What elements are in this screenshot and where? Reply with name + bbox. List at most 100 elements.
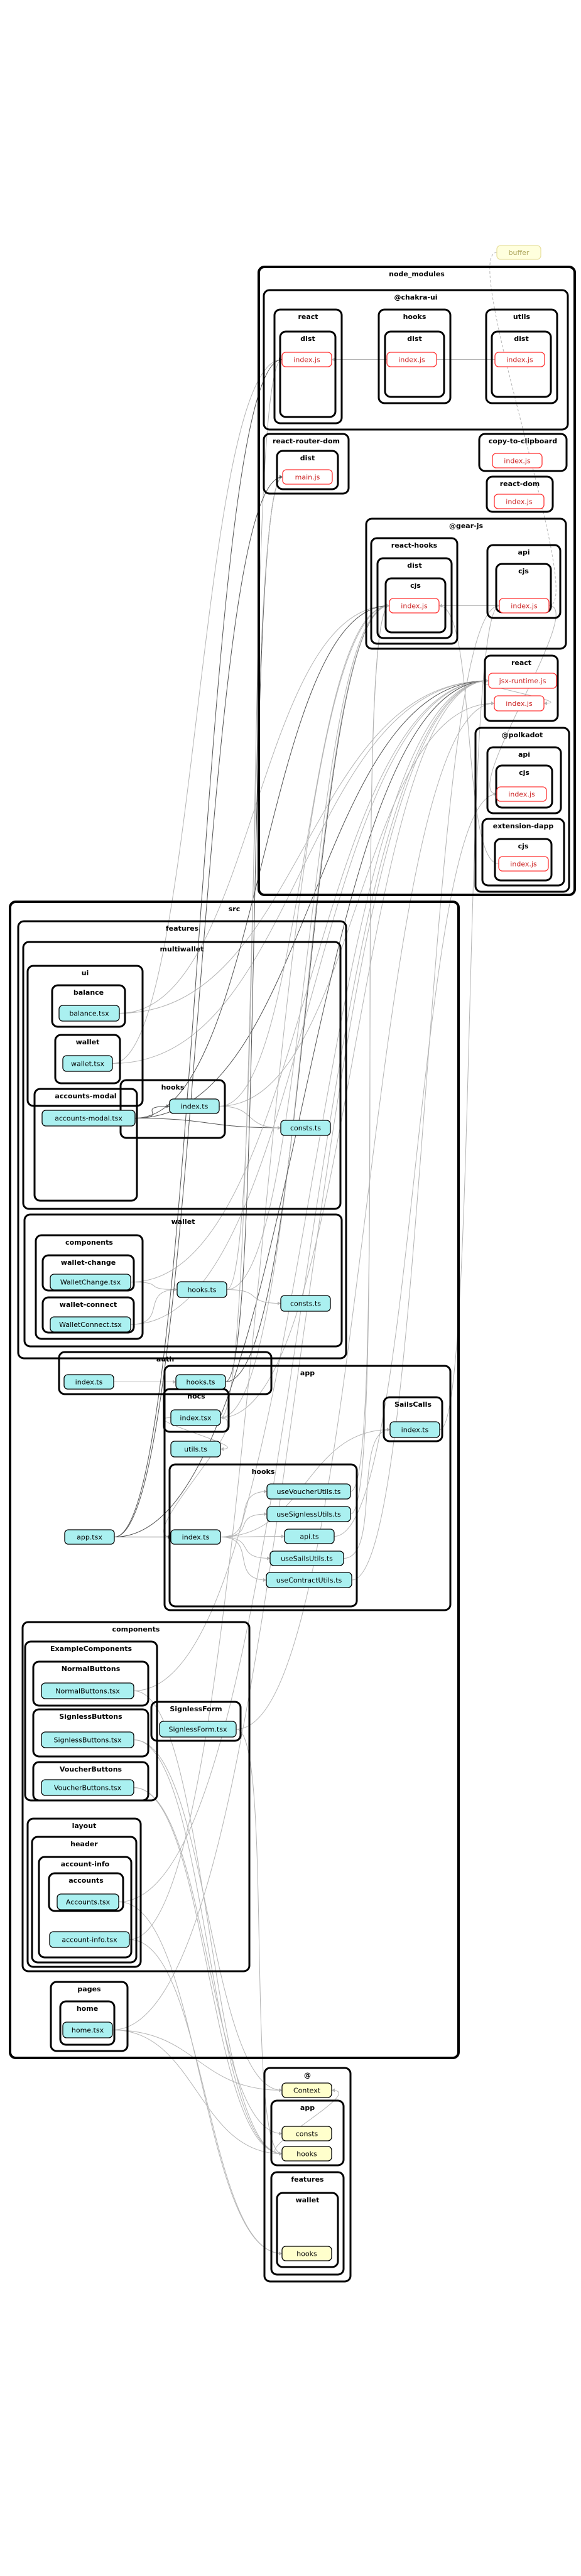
cluster-components: components [21, 1621, 251, 1973]
node-label: consts.ts [290, 1300, 321, 1308]
node-react-index[interactable]: index.js [494, 695, 545, 712]
cluster-pk-ext: extension-dapp [481, 818, 565, 887]
cluster-gear: @gear-js [365, 517, 567, 650]
cluster-box [50, 1981, 129, 2052]
node-label: useVoucherUtils.ts [277, 1488, 341, 1496]
dependency-edge [129, 605, 390, 1940]
dependency-edge [350, 605, 390, 1515]
cluster-label: cjs [518, 567, 529, 575]
node-box [41, 1110, 136, 1127]
cluster-gear-rh-cjs: cjs [384, 577, 447, 634]
cluster-rdom: react-dom [486, 475, 554, 513]
node-chakra-hooks-index[interactable]: index.js [386, 352, 437, 367]
node-gear-api-index[interactable]: index.js [499, 598, 550, 614]
node-walletconnect-tsx[interactable]: WalletConnect.tsx [50, 1316, 131, 1333]
node-chakra-utils-index[interactable]: index.js [494, 352, 545, 367]
node-box [64, 1529, 115, 1545]
node-ctc-index[interactable]: index.js [492, 453, 543, 468]
node-home-tsx[interactable]: home.tsx [62, 2021, 113, 2038]
node-at-context[interactable]: Context [281, 2082, 332, 2098]
cluster-box [474, 727, 570, 893]
dependency-edge [163, 1417, 228, 1537]
node-at-app-hooks[interactable]: hooks [281, 2146, 332, 2162]
node-hocs-index[interactable]: index.tsx [170, 1409, 221, 1426]
cluster-box [59, 2000, 116, 2046]
node-chakra-react-index[interactable]: index.js [281, 352, 332, 367]
node-react-jsx[interactable]: jsx-runtime.js [488, 673, 557, 689]
node-box [386, 352, 437, 367]
dependency-edge [114, 359, 283, 1537]
cluster-box [276, 2192, 339, 2268]
cluster-label: account-info [61, 1860, 110, 1868]
node-gear-rh-index[interactable]: index.js [389, 598, 440, 614]
node-wallet-tsx[interactable]: wallet.tsx [62, 1055, 113, 1072]
node-fw-hooks[interactable]: hooks.ts [176, 1281, 227, 1298]
node-box [284, 1529, 335, 1544]
cluster-label: cjs [519, 769, 529, 777]
node-mw-consts[interactable]: consts.ts [280, 1120, 331, 1136]
node-app-index[interactable]: index.ts [170, 1529, 221, 1545]
cluster-label: auth [156, 1355, 174, 1363]
node-label: index.ts [401, 1426, 429, 1434]
node-label: consts.ts [290, 1124, 321, 1132]
cluster-mw-balance: balance [51, 984, 126, 1028]
node-auth-index[interactable]: index.ts [63, 1374, 114, 1390]
cluster-box [263, 433, 350, 495]
node-accmodal-tsx[interactable]: accounts-modal.tsx [41, 1110, 136, 1127]
node-label: jsx-runtime.js [499, 677, 546, 685]
cluster-label: hooks [403, 313, 426, 321]
node-box [176, 1281, 227, 1298]
node-label: consts [296, 2130, 318, 2138]
node-api-ts[interactable]: api.ts [284, 1529, 335, 1544]
node-rdom-index[interactable]: index.js [494, 494, 545, 509]
edge-arrowhead [332, 357, 335, 362]
cluster-chakra-react: react [273, 308, 343, 425]
cluster-label: react-router-dom [273, 437, 340, 445]
node-auth-hooks[interactable]: hooks.ts [175, 1374, 226, 1390]
dependency-edge [112, 2030, 283, 2154]
node-sails-index[interactable]: index.ts [389, 1421, 440, 1438]
node-usecontractutils[interactable]: useContractUtils.ts [266, 1572, 352, 1588]
node-at-fw-hooks[interactable]: hooks [281, 2246, 332, 2261]
cluster-chakra-utils-dist: dist [491, 330, 552, 398]
node-rrd-main[interactable]: main.js [282, 469, 333, 485]
edge-arrowhead [387, 1427, 390, 1432]
node-pk-ext-index[interactable]: index.js [498, 856, 549, 872]
node-utils-ts[interactable]: utils.ts [170, 1441, 221, 1458]
node-normalbuttons-tsx[interactable]: NormalButtons.tsx [41, 1682, 134, 1699]
node-label: buffer [509, 249, 529, 257]
node-usevoucherutils[interactable]: useVoucherUtils.ts [266, 1483, 351, 1500]
cluster-pk-api: api [486, 746, 562, 814]
node-box [494, 695, 545, 712]
node-accountinfo-tsx[interactable]: account-info.tsx [49, 1931, 130, 1948]
node-app-tsx[interactable]: app.tsx [64, 1529, 115, 1545]
node-pk-api-index[interactable]: index.js [496, 786, 547, 802]
node-at-app-consts[interactable]: consts [281, 2126, 332, 2141]
cluster-mw-accmodal: accounts-modal [33, 1088, 138, 1202]
node-buffer[interactable]: buffer [496, 245, 541, 260]
dependency-edge [219, 703, 495, 1107]
node-usesailsutils[interactable]: useSailsUtils.ts [269, 1550, 344, 1566]
node-signlessform-tsx[interactable]: SignlessForm.tsx [159, 1721, 237, 1738]
node-balance-tsx[interactable]: balance.tsx [58, 1005, 120, 1022]
cluster-box [478, 433, 568, 472]
node-usesignlessutils[interactable]: useSignlessUtils.ts [266, 1506, 351, 1522]
node-label: index.js [506, 700, 533, 708]
node-fw-consts[interactable]: consts.ts [280, 1295, 331, 1312]
dependency-edge [274, 2090, 339, 2154]
cluster-multiwallet: multiwallet [22, 941, 342, 1210]
node-accounts-tsx[interactable]: Accounts.tsx [57, 1893, 119, 1910]
cluster-label: hocs [187, 1392, 205, 1400]
cluster-box [370, 537, 459, 645]
cluster-label: @ [304, 2071, 311, 2079]
node-box [170, 1441, 221, 1458]
cluster-pages: pages [50, 1981, 129, 2052]
node-voucherbuttons-tsx[interactable]: VoucherButtons.tsx [41, 1779, 134, 1796]
cluster-label: app [300, 1369, 315, 1377]
node-box [494, 494, 545, 509]
node-walletchange-tsx[interactable]: WalletChange.tsx [50, 1274, 131, 1291]
node-mw-hooks-index[interactable]: index.ts [169, 1098, 220, 1114]
cluster-label: react-dom [500, 480, 540, 488]
node-box [266, 1483, 351, 1500]
node-signlessbuttons-tsx[interactable]: SignlessButtons.tsx [41, 1731, 134, 1748]
